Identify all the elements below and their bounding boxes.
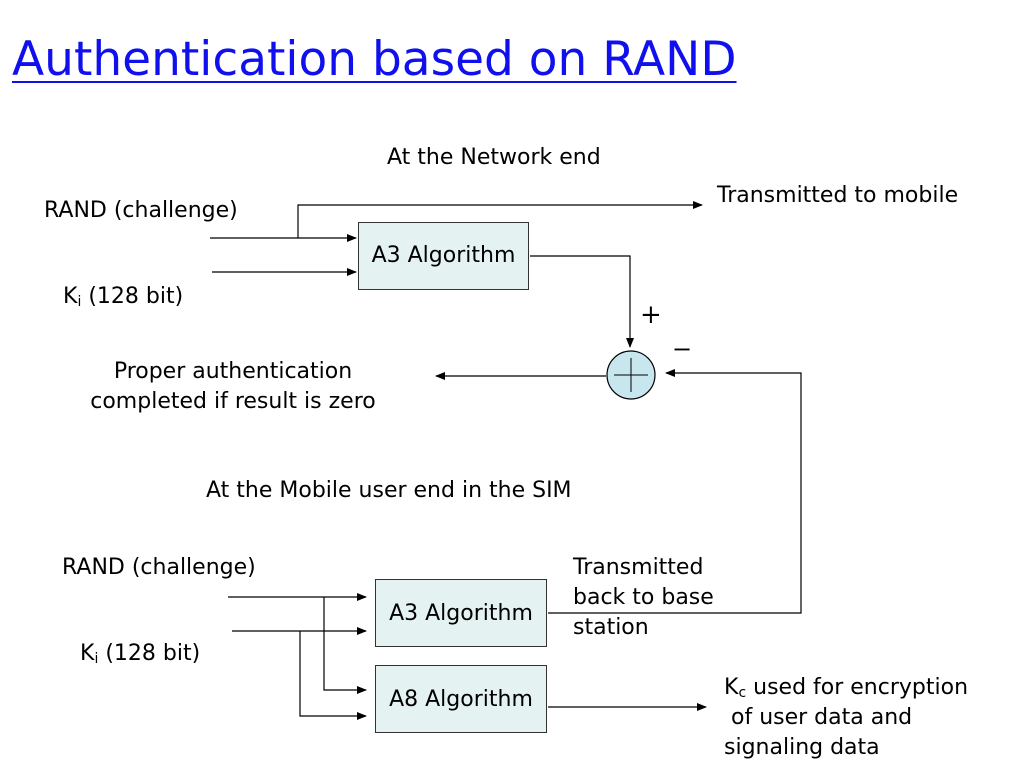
- page-title: Authentication based on RAND: [12, 32, 737, 87]
- mobile-rand-to-a8-arrow: [323, 597, 367, 694]
- minus-sign: −: [672, 335, 693, 363]
- mobile-response-to-comparator-arrow: [548, 369, 802, 614]
- authentication-result-text: Proper authentication completed if resul…: [56, 357, 410, 417]
- mobile-a8-algorithm-box: A8 Algorithm: [375, 665, 547, 733]
- transmitted-back-line1: Transmitted: [573, 555, 704, 580]
- authentication-result-line2: completed if result is zero: [90, 389, 376, 414]
- network-rand-label: RAND (challenge): [44, 198, 238, 223]
- mobile-ki-label: Ki (128 bit): [80, 641, 201, 667]
- transmitted-back-line3: station: [573, 615, 649, 640]
- plus-sign: +: [640, 300, 662, 330]
- rand-to-mobile-arrow: [297, 201, 703, 238]
- authentication-result-line1: Proper authentication: [113, 359, 353, 384]
- kc-usage-line1: Kc used for encryption: [724, 675, 969, 701]
- transmitted-back-line2: back to base: [573, 585, 714, 610]
- network-ki-label: Ki (128 bit): [63, 284, 184, 310]
- kc-usage-text: Kc used for encryption of user data and …: [724, 673, 968, 763]
- kc-usage-line3: signaling data: [724, 735, 880, 760]
- a3-output-to-comparator-arrow: [530, 255, 634, 348]
- network-heading: At the Network end: [387, 145, 601, 170]
- mobile-a8-label: A8 Algorithm: [389, 686, 533, 712]
- transmitted-back-text: Transmitted back to base station: [573, 553, 714, 643]
- transmitted-to-mobile-label: Transmitted to mobile: [717, 183, 959, 208]
- network-a3-algorithm-box: A3 Algorithm: [358, 222, 529, 290]
- kc-usage-line2: of user data and: [724, 705, 913, 730]
- mobile-ki-to-a8-arrow: [299, 631, 367, 720]
- mobile-a3-algorithm-box: A3 Algorithm: [375, 579, 547, 647]
- mobile-a3-label: A3 Algorithm: [389, 600, 533, 626]
- comparator-node: [606, 350, 656, 400]
- mobile-heading: At the Mobile user end in the SIM: [206, 478, 572, 503]
- mobile-rand-label: RAND (challenge): [62, 555, 256, 580]
- network-a3-label: A3 Algorithm: [371, 243, 516, 268]
